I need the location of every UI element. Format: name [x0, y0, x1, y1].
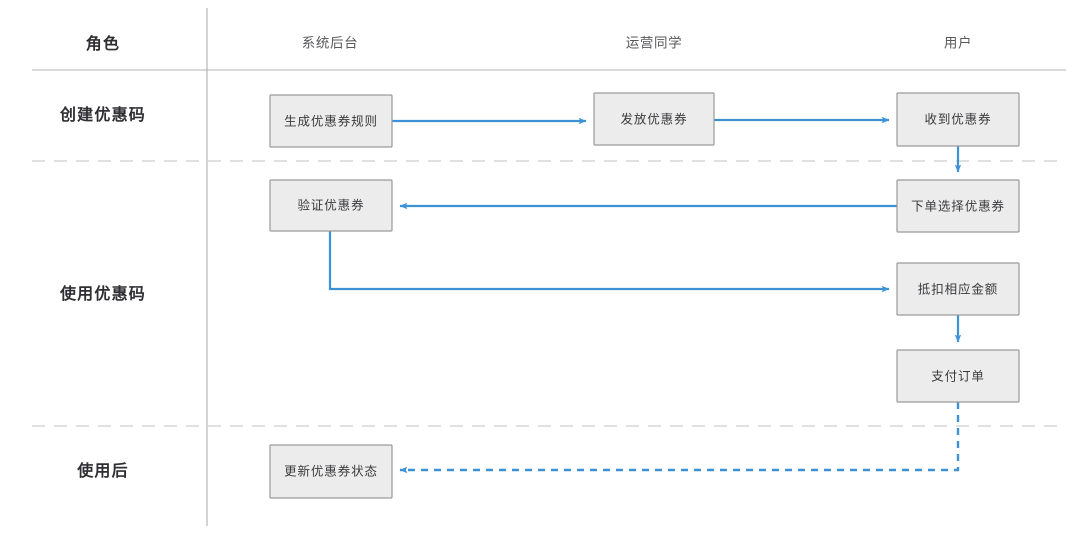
node-pay-order-box[interactable]	[896, 349, 1020, 403]
flow-nodes: 生成优惠券规则 发放优惠券 收到优惠券 下单选择优惠券 验证优惠券 抵扣相应金额	[269, 92, 1020, 499]
edge-pay-to-update-status	[399, 402, 960, 474]
stage-label-after: 使用后	[76, 461, 129, 480]
node-validate-coupon-label: 验证优惠券	[297, 197, 364, 212]
edge-validate-to-deduct	[328, 231, 890, 293]
lane-header-user: 用户	[944, 35, 972, 51]
lane-header-ops: 运营同学	[626, 36, 682, 51]
node-update-coupon-status-box[interactable]	[269, 444, 393, 499]
node-receive-coupon-box[interactable]	[896, 92, 1020, 147]
node-select-coupon-at-order-box[interactable]	[896, 179, 1020, 233]
node-receive-coupon-label: 收到优惠券	[924, 111, 991, 126]
node-select-coupon-at-order-label: 下单选择优惠券	[911, 198, 1005, 213]
node-issue-coupon[interactable]: 发放优惠券	[593, 92, 715, 146]
node-issue-coupon-box[interactable]	[593, 92, 715, 146]
node-pay-order[interactable]: 支付订单	[896, 349, 1020, 403]
node-generate-rule[interactable]: 生成优惠券规则	[269, 94, 393, 148]
stage-labels: 创建优惠码 使用优惠码 使用后	[59, 105, 146, 480]
stage-label-use: 使用优惠码	[59, 284, 146, 303]
lane-header-system: 系统后台	[302, 36, 358, 51]
node-validate-coupon-box[interactable]	[269, 179, 393, 232]
node-deduct-amount-label: 抵扣相应金额	[918, 281, 998, 296]
header-row: 角色 系统后台 运营同学 用户	[86, 34, 972, 53]
node-update-coupon-status[interactable]: 更新优惠券状态	[269, 444, 393, 499]
node-select-coupon-at-order[interactable]: 下单选择优惠券	[896, 179, 1020, 233]
node-generate-rule-box[interactable]	[269, 94, 393, 148]
node-generate-rule-label: 生成优惠券规则	[284, 113, 378, 128]
node-issue-coupon-label: 发放优惠券	[620, 111, 687, 126]
node-deduct-amount[interactable]: 抵扣相应金额	[896, 262, 1020, 316]
node-receive-coupon[interactable]: 收到优惠券	[896, 92, 1020, 147]
node-pay-order-label: 支付订单	[931, 369, 985, 383]
node-deduct-amount-box[interactable]	[896, 262, 1020, 316]
flow-edges	[328, 116, 962, 474]
header-role-title: 角色	[86, 34, 120, 53]
node-update-coupon-status-label: 更新优惠券状态	[284, 463, 378, 478]
stage-label-create: 创建优惠码	[59, 105, 146, 124]
node-validate-coupon[interactable]: 验证优惠券	[269, 179, 393, 232]
grid-separators	[32, 8, 1066, 526]
